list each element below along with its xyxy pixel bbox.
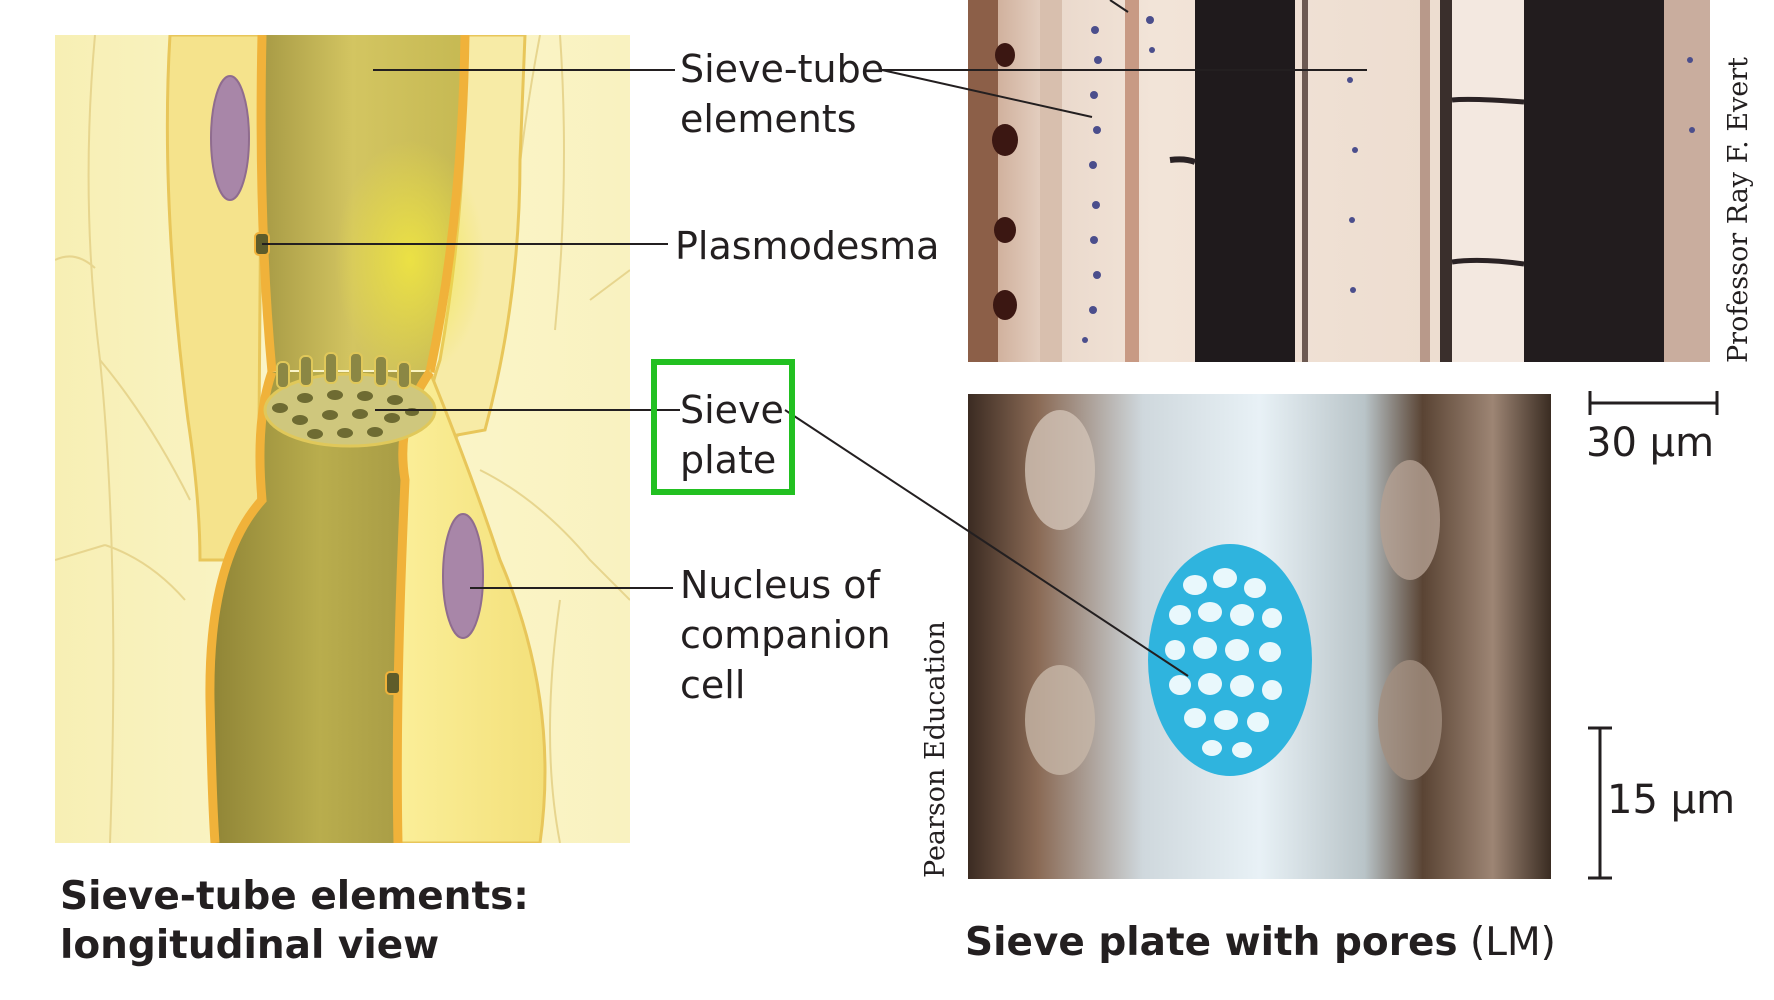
label-nucleus-line1: Nucleus of: [680, 563, 880, 607]
label-nucleus-of-companion-cell: Nucleus of companion cell: [680, 560, 891, 710]
scale-bar-30um: [1588, 391, 1719, 415]
sieve-plate-micrograph: [968, 394, 1551, 879]
caption-left-line1: Sieve-tube elements:: [60, 874, 529, 919]
label-sieve-tube-elements: Sieve-tube elements: [680, 44, 884, 144]
caption-sieve-plate-with-pores: Sieve plate with pores (LM): [965, 918, 1556, 967]
caption-right-plain: (LM): [1457, 920, 1556, 965]
label-sieve-tube-line1: Sieve-tube: [680, 47, 885, 91]
dark-cell-contents: [992, 43, 1018, 320]
sieve-pores: [1165, 568, 1282, 758]
longitudinal-micrograph: [968, 0, 1710, 362]
scale-bar-15um: [1588, 726, 1612, 880]
label-sieve-plate-line2: plate: [680, 438, 777, 482]
scale-label-15um: 15 µm: [1607, 777, 1736, 823]
sieve-plate-pores: [272, 390, 419, 439]
sieve-plate-rim: [276, 352, 411, 389]
plasmodesma-lower-drawing: [385, 671, 401, 695]
label-nucleus-line2: companion: [680, 613, 891, 657]
label-nucleus-line3: cell: [680, 663, 746, 707]
scale-label-30um: 30 µm: [1586, 420, 1715, 466]
label-sieve-plate: Sieve plate: [680, 385, 784, 485]
caption-longitudinal-view: Sieve-tube elements: longitudinal view: [60, 872, 529, 970]
stained-granules: [1082, 16, 1695, 343]
nucleus-companion-drawing: [442, 513, 484, 639]
leader-lines: [262, 0, 1367, 677]
nucleus-upper-drawing: [210, 75, 250, 201]
credit-bottom-photo: Pearson Education: [920, 621, 951, 878]
label-plasmodesma: Plasmodesma: [675, 224, 940, 268]
label-sieve-plate-line1: Sieve: [680, 388, 784, 432]
sieve-plate-highlight-box: [651, 359, 795, 495]
longitudinal-view-illustration: [55, 35, 630, 843]
caption-right-bold: Sieve plate with pores: [965, 920, 1458, 965]
label-sieve-tube-line2: elements: [680, 97, 857, 141]
credit-top-photo: Professor Ray F. Evert: [1723, 56, 1754, 363]
caption-left-line2: longitudinal view: [60, 923, 440, 968]
